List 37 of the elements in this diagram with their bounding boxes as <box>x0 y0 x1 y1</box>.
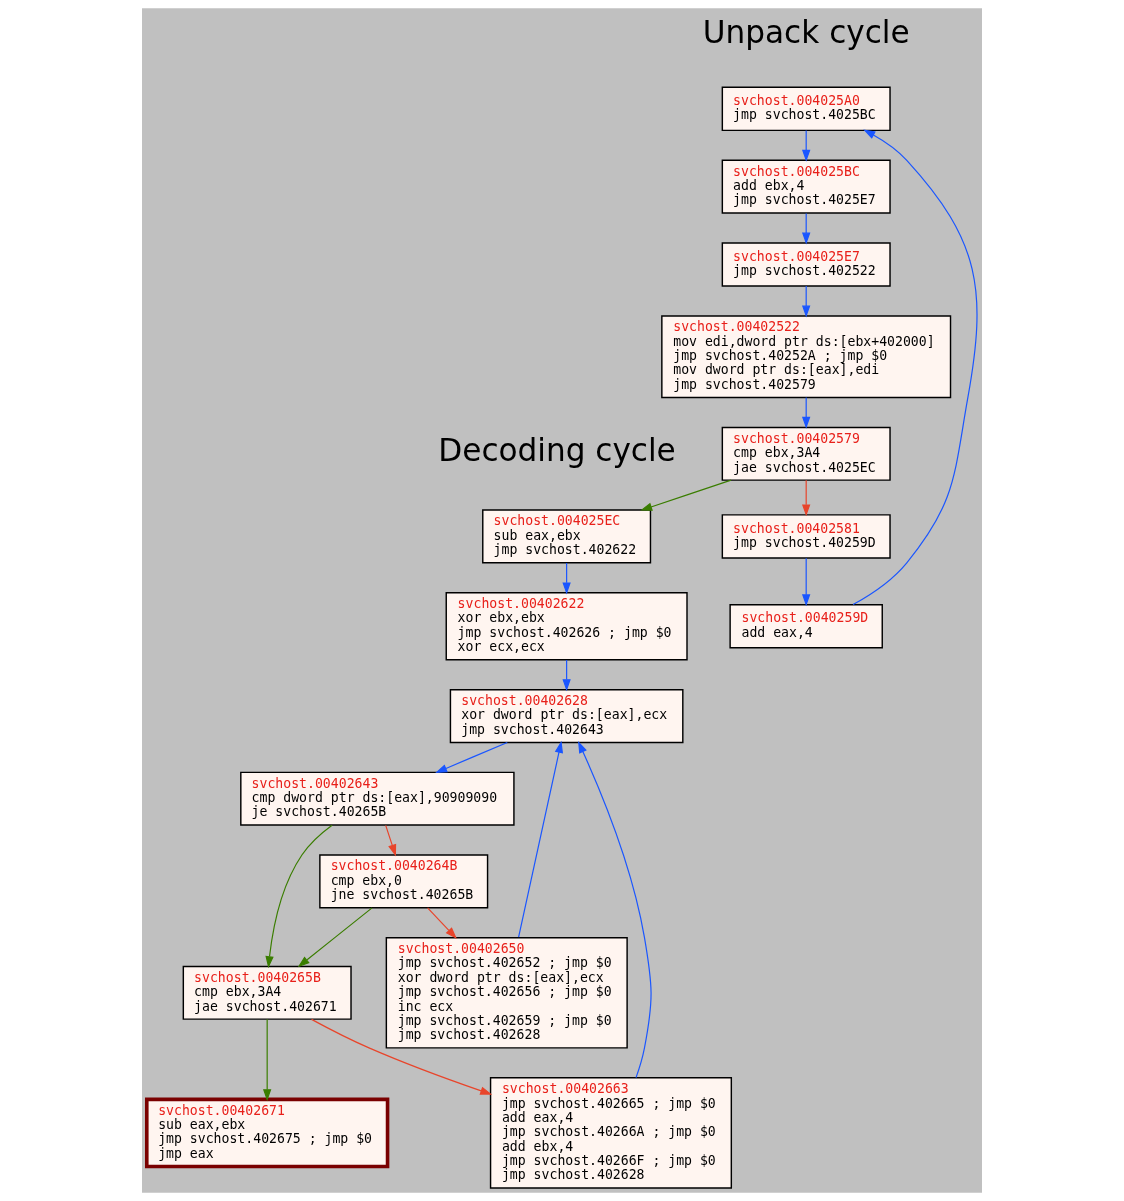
node-box: svchost.00402622 xor ebx,ebx jmp svchost.402626 ; jmp $0 xor ecx,ecx <box>445 592 688 661</box>
node-box: svchost.004025BC add ebx,4 jmp svchost.4025E7 <box>721 159 891 214</box>
arrow <box>385 824 397 857</box>
arrow <box>802 212 811 245</box>
node-box: svchost.004025A0 jmp svchost.4025BC <box>721 86 891 132</box>
node-box: svchost.00402579 cmp ebx,3A4 jae svchost.4025EC <box>721 426 891 481</box>
arrow <box>427 907 457 939</box>
node-box: svchost.004025E7 jmp svchost.402522 <box>721 242 891 287</box>
node-box: svchost.00402581 jmp svchost.40259D <box>721 514 891 559</box>
node-box: svchost.0040265B cmp ebx,3A4 jae svchost.402671 <box>182 965 352 1020</box>
arrow <box>640 479 732 511</box>
arrow <box>578 741 652 1079</box>
arrow <box>265 824 333 969</box>
arrow <box>562 659 571 692</box>
node-box: svchost.00402643 cmp dword ptr ds:[eax],90909090 je svchost.40265B <box>240 771 515 826</box>
node-box: svchost.00402663 jmp svchost.402665 ; jmp $0 add eax,4 jmp svchost.40266A ; jmp $0 add ebx,4 jmp svchost.40266F ; jmp $0 jmp svchost.402628 <box>489 1077 733 1189</box>
arrow <box>435 741 508 773</box>
arrow <box>562 562 571 595</box>
node-box: svchost.004025EC sub eax,ebx jmp svchost.402622 <box>482 509 652 564</box>
arrow <box>802 285 811 318</box>
arrow <box>802 130 811 162</box>
arrow <box>518 740 563 938</box>
arrow <box>802 479 811 517</box>
arrow <box>297 907 373 968</box>
node-box: svchost.0040264B cmp ebx,0 jne svchost.40265B <box>319 854 489 909</box>
arrow <box>852 129 978 606</box>
arrow <box>262 1018 272 1102</box>
arrow <box>310 1018 493 1095</box>
arrow <box>802 557 811 607</box>
arrow <box>802 396 811 429</box>
label: Decoding cycle <box>438 432 676 469</box>
node-box: svchost.00402628 xor dword ptr ds:[eax],ecx jmp svchost.402643 <box>449 689 684 744</box>
node-box: svchost.0040259D add eax,4 <box>729 603 883 649</box>
node-box: svchost.00402650 jmp svchost.402652 ; jmp $0 xor dword ptr ds:[eax],ecx jmp svchost.402656 ; jmp $0 inc ecx jmp svchost.402659 ; jmp $0 jmp svchost.402628 <box>385 936 628 1049</box>
node-box: svchost.00402522 mov edi,dword ptr ds:[ebx+402000] jmp svchost.40252A ; jmp $0 mov dword ptr ds:[eax],edi jmp svchost.402579 <box>661 315 952 399</box>
label: Unpack cycle <box>702 13 910 50</box>
node-box: svchost.00402671 sub eax,ebx jmp svchost.402675 ; jmp $0 jmp eax <box>145 1097 390 1169</box>
